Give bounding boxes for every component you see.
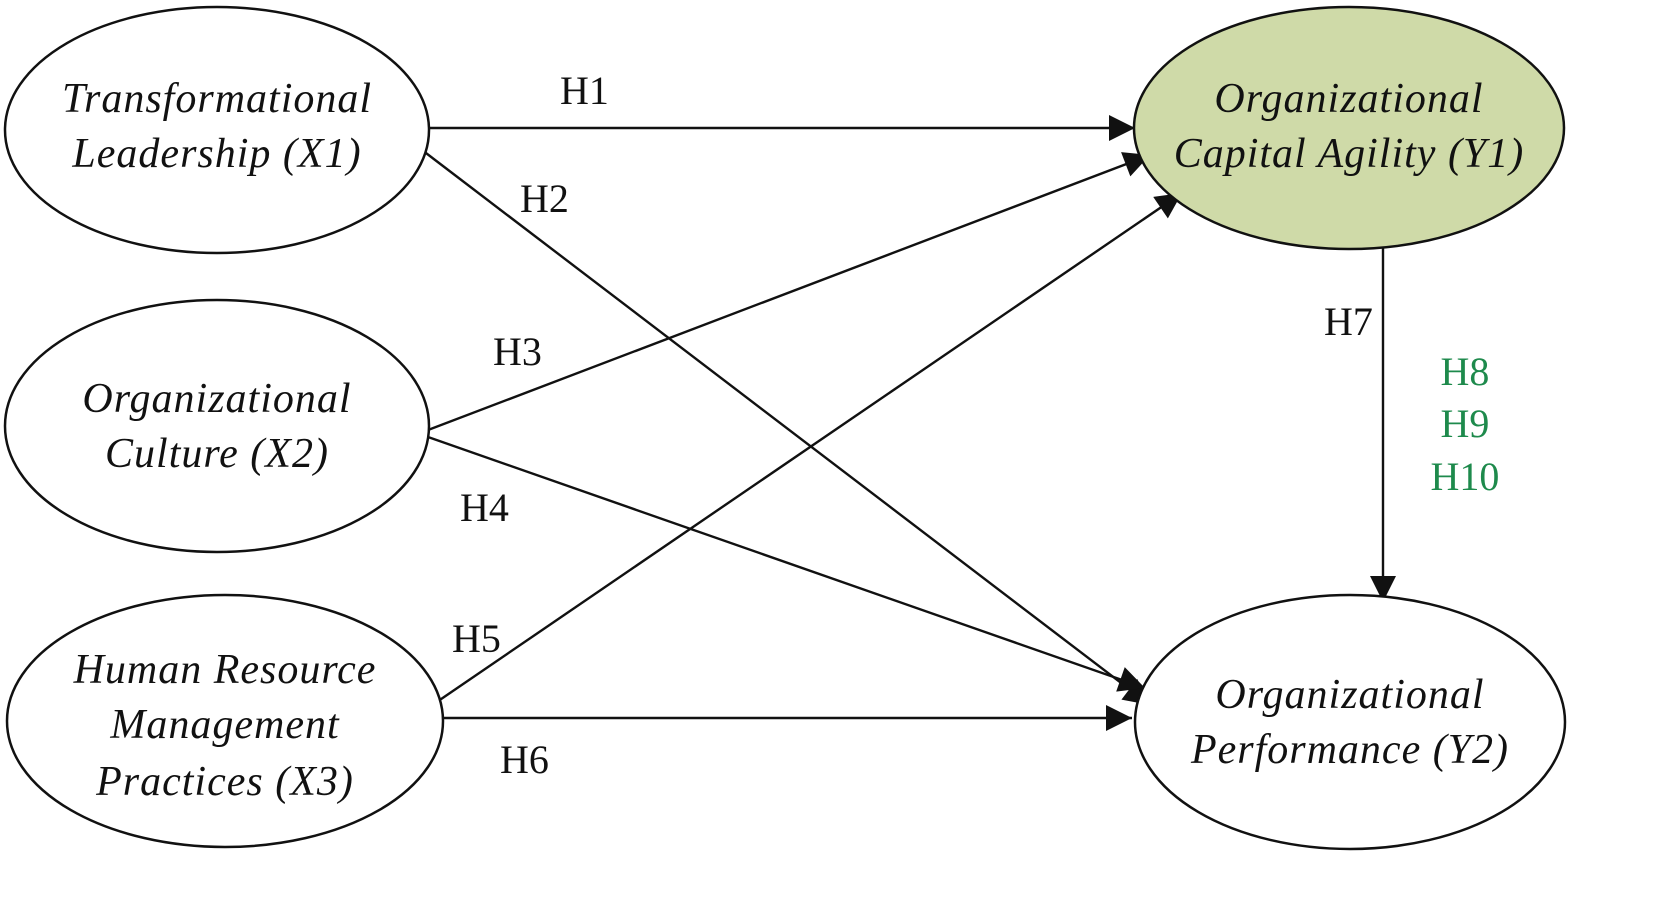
edge-label-h3: H3: [493, 329, 542, 374]
edge-label-h1: H1: [560, 68, 609, 113]
node-x3-label-line3: Practices (X3): [95, 759, 354, 805]
edges-layer: [421, 115, 1396, 731]
edge-x2-y1: [427, 152, 1151, 432]
edge-label-h2: H2: [520, 176, 569, 221]
edge-x3-y1: [427, 192, 1183, 709]
node-x3: Human Resource Management Practices (X3): [5, 593, 445, 849]
edge-label-h5: H5: [452, 616, 501, 661]
node-x1-ellipse: [3, 5, 431, 255]
node-y2-ellipse: [1133, 593, 1567, 851]
node-y2-label-line2: Performance (Y2): [1190, 727, 1509, 773]
node-y1-label-line2: Capital Agility (Y1): [1174, 131, 1525, 177]
mediation-label-h10: H10: [1431, 454, 1500, 499]
node-x3-ellipse: [5, 593, 445, 849]
node-x2-label-line2: Culture (X2): [105, 431, 329, 477]
node-y1: Organizational Capital Agility (Y1): [1132, 5, 1566, 251]
edge-x1-y2: [421, 149, 1151, 706]
node-x3-label-line2: Management: [109, 702, 340, 748]
node-x1: Transformational Leadership (X1): [3, 5, 431, 255]
node-x1-label-line2: Leadership (X1): [71, 131, 361, 177]
mediation-labels: H8 H9 H10: [1431, 349, 1500, 499]
edge-label-h4: H4: [460, 485, 509, 530]
node-x2: Organizational Culture (X2): [3, 298, 431, 554]
mediation-label-h8: H8: [1441, 349, 1490, 394]
node-x1-label-line1: Transformational: [62, 76, 372, 122]
node-y2: Organizational Performance (Y2): [1133, 593, 1567, 851]
node-x2-label-line1: Organizational: [82, 376, 351, 422]
node-x3-label-line1: Human Resource: [73, 647, 377, 693]
node-x2-ellipse: [3, 298, 431, 554]
edge-label-h7: H7: [1324, 299, 1373, 344]
node-y1-ellipse: [1132, 5, 1566, 251]
edge-label-h6: H6: [500, 737, 549, 782]
edge-labels: H1 H2 H3 H4 H5 H6 H7: [452, 68, 1373, 782]
edge-x2-y2: [427, 435, 1146, 692]
mediation-label-h9: H9: [1441, 401, 1490, 446]
node-y1-label-line1: Organizational: [1214, 76, 1483, 122]
node-y2-label-line1: Organizational: [1215, 672, 1484, 718]
